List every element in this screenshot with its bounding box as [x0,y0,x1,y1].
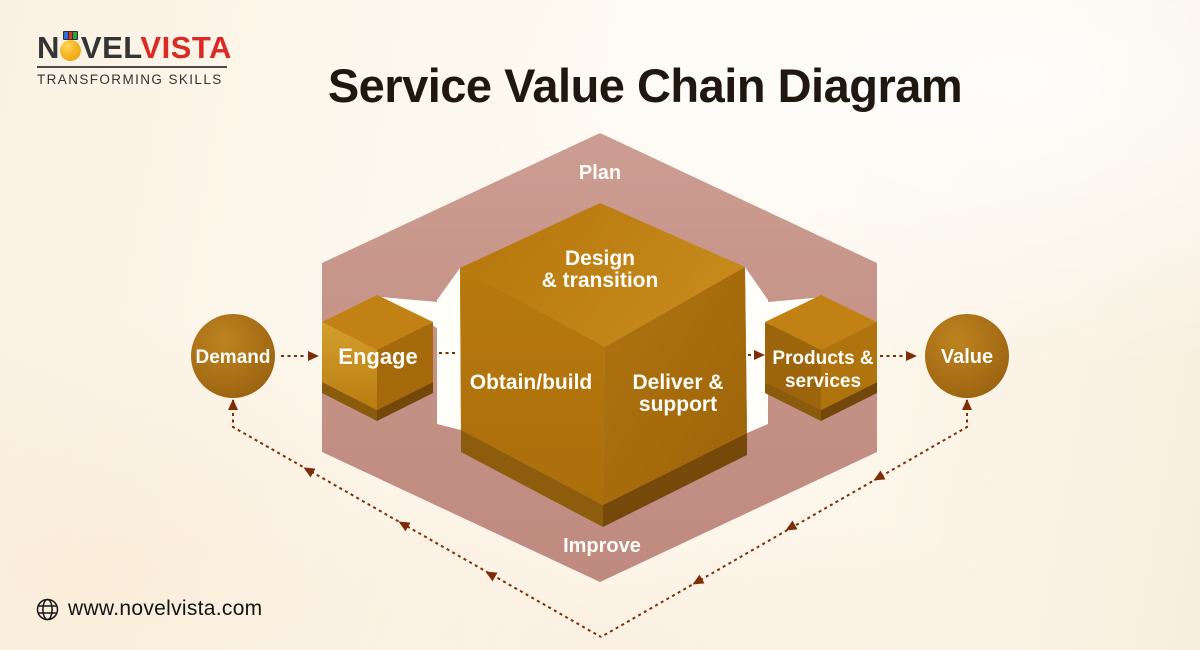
website-url: www.novelvista.com [68,597,263,620]
value-label: Value [941,346,993,368]
engage-cube [322,295,433,421]
core-activities-cube [460,203,747,527]
design-transition-label-line2: & transition [542,269,659,292]
arrowhead-right-icon [754,350,765,360]
demand-label: Demand [196,347,271,368]
engage-label: Engage [338,344,417,369]
logo-text-vel: VEL [80,30,141,65]
plan-label: Plan [579,162,621,184]
deliver-support-label-line2: support [639,393,717,416]
arrowheads [228,350,972,585]
novelvista-logo: N VELVISTA TRANSFORMING SKILLS [37,30,231,87]
globe-icon [36,598,59,620]
arrowhead-upleft-icon [485,571,498,582]
logo-divider [37,66,227,68]
arrowhead-downleft-icon [785,520,798,531]
demand-circle [191,314,275,398]
color-flag-icon [62,31,78,40]
footer: www.novelvista.com [36,597,262,621]
deliver-support-label-line1: Deliver & [632,371,723,394]
products-services-label-line2: services [785,371,861,392]
arrowhead-downleft-icon [692,574,705,585]
logo-text-vista: VISTA [140,30,232,65]
improve-label: Improve [563,535,641,557]
arrowhead-up-icon [228,399,238,410]
arrowhead-right-icon [906,351,917,361]
design-transition-label-line1: Design [565,247,635,270]
page-title: Service Value Chain Diagram [327,59,963,112]
logo-tagline: TRANSFORMING SKILLS [37,72,223,87]
arrowhead-up-icon [962,399,972,410]
arrowhead-upleft-icon [398,521,411,532]
logo-letter-n: N [37,30,60,65]
arrowhead-downleft-icon [873,470,886,481]
logo-wordmark: N VELVISTA [37,30,231,65]
lightbulb-icon [59,31,81,61]
products-services-cube [765,295,877,421]
arrowhead-upleft-icon [303,467,316,478]
value-circle [925,314,1009,398]
products-services-label-line1: Products & [772,348,874,369]
obtain-build-label: Obtain/build [470,371,592,394]
arrowhead-right-icon [308,351,319,361]
